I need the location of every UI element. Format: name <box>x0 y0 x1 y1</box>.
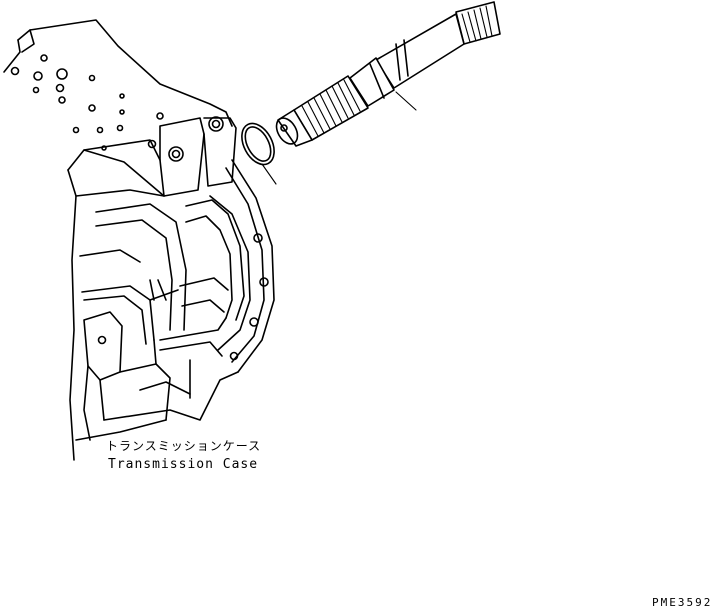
shaft-leader-line <box>395 91 417 111</box>
o-ring-leader-line <box>261 163 277 185</box>
case-label-english: Transmission Case <box>108 457 258 472</box>
shaft-near-splines <box>301 79 361 137</box>
input-shaft <box>275 1 501 147</box>
figure-code: PME3592 <box>652 596 712 609</box>
case-label: トランスミッションケース Transmission Case <box>106 439 261 472</box>
case-top-holes <box>10 54 224 162</box>
case-label-japanese: トランスミッションケース <box>106 439 261 453</box>
transmission-case <box>3 19 275 461</box>
shaft-far-splines <box>461 5 493 43</box>
o-ring <box>241 122 277 185</box>
